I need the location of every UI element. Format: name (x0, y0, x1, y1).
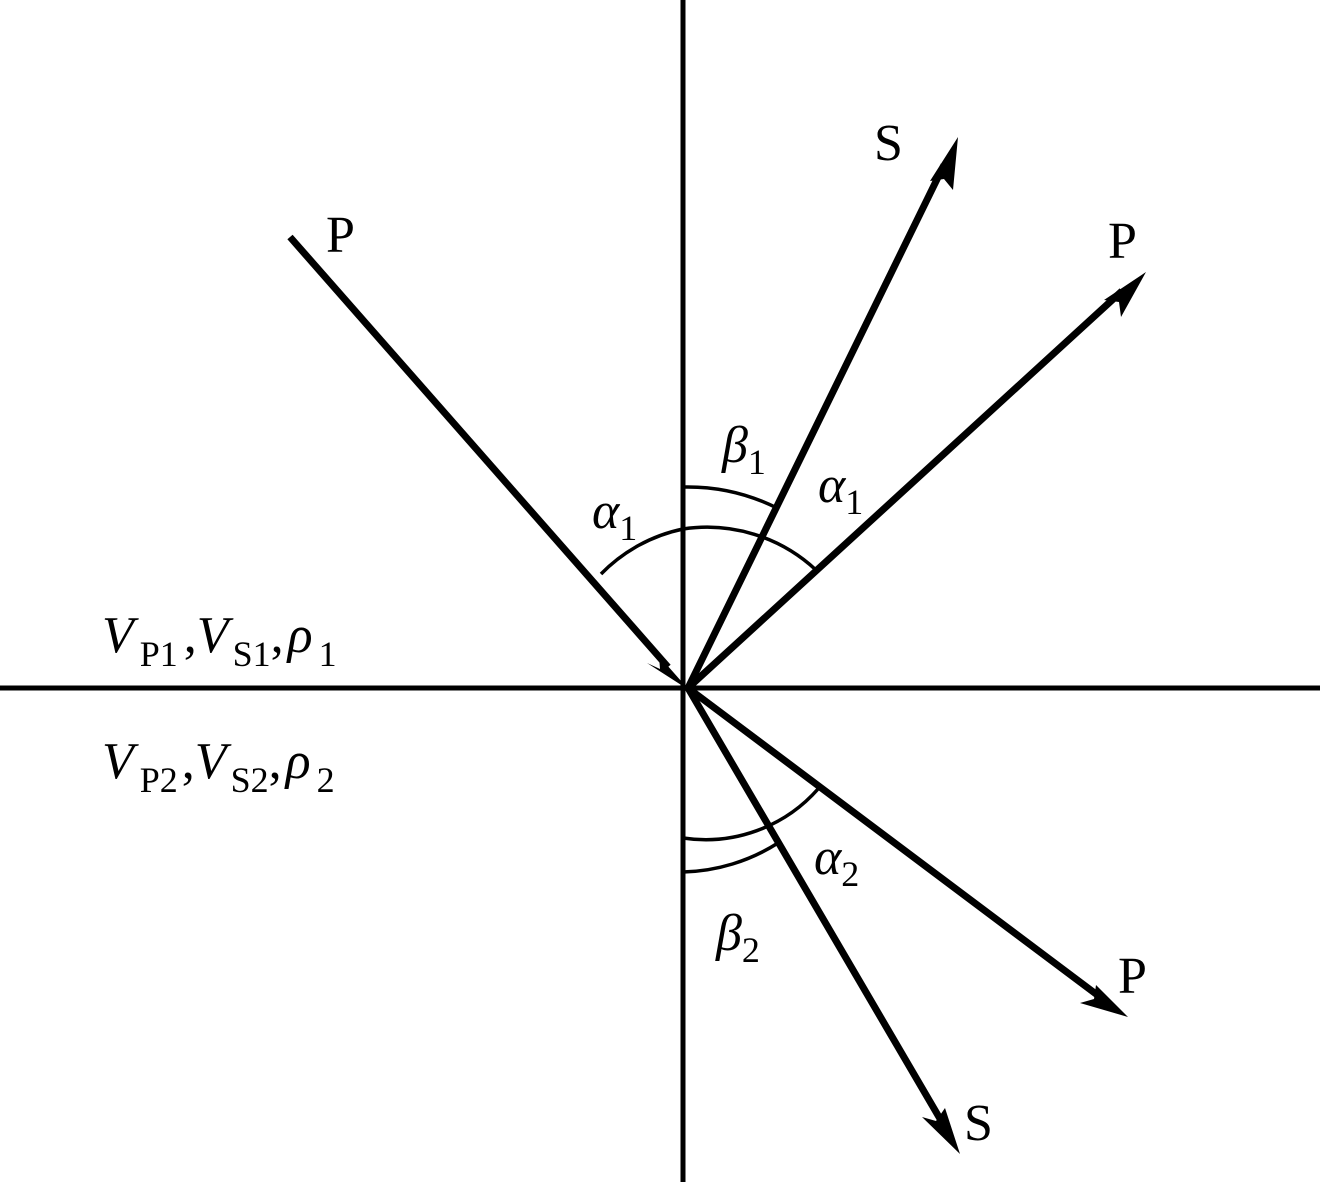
upper-rho-sub: 1 (319, 634, 337, 674)
reflected-p-angle-label: α1 (818, 457, 863, 522)
refracted-p-label: P (1118, 948, 1147, 1005)
refracted-s-angle-sub: 2 (742, 930, 760, 970)
incident-angle-sub: 1 (619, 508, 637, 548)
refracted-p-angle-arc (682, 787, 820, 842)
refracted-p-angle-symbol: α (814, 829, 843, 886)
incident-p-arrowhead (647, 656, 689, 690)
reflected-p-angle-symbol: α (818, 457, 847, 514)
upper-vp-sub: P1 (140, 634, 178, 674)
refracted-s-angle-arc (682, 841, 779, 874)
reflected-p-ray (685, 272, 1146, 691)
incident-angle-arc (599, 527, 684, 576)
reflected-s-angle-arc (682, 485, 778, 510)
refracted-s-label: S (964, 1095, 993, 1152)
lower-vp: V (102, 733, 139, 790)
upper-vs-sub: S1 (233, 634, 271, 674)
refracted-s-angle-label: β2 (715, 905, 760, 970)
incident-p-label: P (326, 207, 355, 264)
upper-vs: V (197, 607, 234, 664)
reflected-s-ray (684, 137, 958, 690)
refracted-p-angle-label: α2 (814, 829, 859, 894)
reflected-s-label: S (874, 115, 903, 172)
upper-sep2: , (271, 607, 284, 664)
refracted-s-ray (684, 686, 960, 1154)
reflected-p-arrowhead (1104, 272, 1146, 317)
lower-sep2: , (269, 733, 282, 790)
incident-angle-symbol: α (592, 483, 621, 540)
reflected-p-label: P (1108, 213, 1137, 270)
reflected-s-angle-symbol: β (721, 417, 748, 474)
upper-sep1: , (184, 607, 197, 664)
reflected-s-angle-label: β1 (721, 417, 766, 482)
reflected-p-angle-arc (682, 525, 818, 572)
reflected-s-angle-sub: 1 (748, 442, 766, 482)
lower-vs: V (195, 733, 232, 790)
lower-sep1: , (182, 733, 195, 790)
reflected-p-angle-sub: 1 (845, 482, 863, 522)
refracted-p-angle-sub: 2 (841, 854, 859, 894)
reflected-s-arrowhead (930, 137, 958, 190)
lower-rho: ρ (284, 733, 311, 790)
upper-rho: ρ (286, 607, 313, 664)
incident-angle-label: α1 (592, 483, 637, 548)
refracted-p-ray (685, 685, 1128, 1017)
upper-vp: V (102, 607, 139, 664)
lower-rho-sub: 2 (317, 760, 335, 800)
refracted-s-angle-symbol: β (715, 905, 742, 962)
refracted-s-arrowhead (922, 1108, 960, 1154)
lower-vp-sub: P2 (140, 760, 178, 800)
refracted-p-arrowhead (1080, 985, 1128, 1017)
incident-p-ray (287, 234, 689, 690)
lower-vs-sub: S2 (231, 760, 269, 800)
